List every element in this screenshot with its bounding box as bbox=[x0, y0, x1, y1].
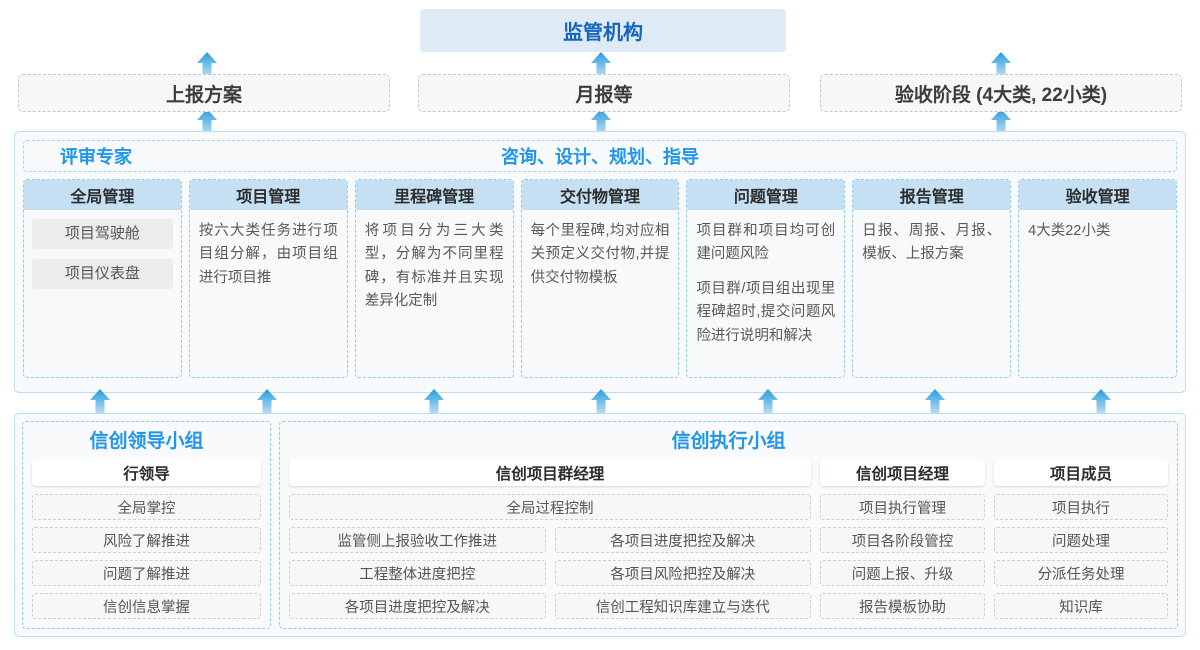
report-box-monthly: 月报等 bbox=[418, 74, 790, 112]
project-manager-role-card: 信创项目经理 bbox=[820, 459, 985, 486]
arrow-up-icon bbox=[196, 52, 218, 78]
teams-panel: 信创领导小组 行领导 全局掌控风险了解推进问题了解推进信创信息掌握 信创执行小组… bbox=[14, 413, 1186, 637]
exec-columns: 信创项目群经理 全局过程控制 监管侧上报验收工作推进工程整体进度把控各项目进度把… bbox=[289, 459, 1168, 619]
platform-column: 交付物管理每个里程碑,均对应相关预定义交付物,并提供交付物模板 bbox=[520, 179, 680, 378]
arrow-up-icon bbox=[924, 389, 946, 415]
project-manager-task-item[interactable]: 报告模板协助 bbox=[820, 593, 985, 619]
regulator-box: 监管机构 bbox=[420, 9, 786, 52]
platform-columns: 全局管理项目驾驶舱项目仪表盘项目管理按六大类任务进行项目组分解，由项目组进行项目… bbox=[23, 179, 1178, 378]
project-manager-block: 信创项目经理 项目执行管理项目各阶段管控问题上报、升级报告模板协助 bbox=[820, 459, 985, 619]
platform-header-center-label: 咨询、设计、规划、指导 bbox=[501, 147, 699, 167]
project-member-block: 项目成员 项目执行问题处理分派任务处理知识库 bbox=[994, 459, 1168, 619]
program-manager-right-tasks: 各项目进度把控及解决各项目风险把控及解决信创工程知识库建立与迭代 bbox=[554, 527, 811, 619]
leader-role-card: 行领导 bbox=[32, 459, 261, 486]
platform-column-body: 每个里程碑,均对应相关预定义交付物,并提供交付物模板 bbox=[522, 210, 679, 377]
platform-column-paragraph: 日报、周报、月报、模板、上报方案 bbox=[862, 223, 1002, 263]
arrow-up-icon bbox=[590, 389, 612, 415]
project-member-task-item[interactable]: 分派任务处理 bbox=[994, 560, 1168, 586]
program-manager-left-tasks: 监管侧上报验收工作推进工程整体进度把控各项目进度把控及解决 bbox=[289, 527, 546, 619]
platform-column-title: 报告管理 bbox=[853, 180, 1011, 210]
project-member-role-card: 项目成员 bbox=[994, 459, 1168, 486]
program-manager-task-item[interactable]: 各项目进度把控及解决 bbox=[554, 527, 811, 553]
project-member-task-list: 项目执行问题处理分派任务处理知识库 bbox=[994, 494, 1168, 619]
project-member-task-item[interactable]: 问题处理 bbox=[994, 527, 1168, 553]
platform-column-title: 验收管理 bbox=[1019, 180, 1177, 210]
platform-feature-pill[interactable]: 项目驾驶舱 bbox=[32, 219, 173, 249]
arrow-up-icon bbox=[89, 389, 111, 415]
arrow-up-icon bbox=[590, 109, 612, 135]
platform-column-title: 问题管理 bbox=[687, 180, 845, 210]
project-manager-task-item[interactable]: 项目执行管理 bbox=[820, 494, 985, 520]
platform-column-paragraph: 按六大类任务进行项目组分解，由项目组进行项目推 bbox=[198, 223, 338, 286]
program-manager-role-card: 信创项目群经理 bbox=[289, 459, 811, 486]
report-label-acceptance: 验收阶段 (4大类, 22小类) bbox=[820, 74, 1182, 112]
platform-column-paragraph: 项目群和项目均可创建问题风险 bbox=[696, 223, 836, 263]
exec-group: 信创执行小组 信创项目群经理 全局过程控制 监管侧上报验收工作推进工程整体进度把… bbox=[279, 421, 1178, 629]
report-label-plan: 上报方案 bbox=[18, 74, 390, 112]
exec-group-title: 信创执行小组 bbox=[671, 431, 786, 452]
platform-panel: 评审专家 咨询、设计、规划、指导 全局管理项目驾驶舱项目仪表盘项目管理按六大类任… bbox=[14, 131, 1186, 393]
platform-column: 项目管理按六大类任务进行项目组分解，由项目组进行项目推 bbox=[188, 179, 348, 378]
arrow-up-icon bbox=[990, 52, 1012, 78]
leader-group-title: 信创领导小组 bbox=[89, 431, 204, 452]
platform-column-body: 项目驾驶舱项目仪表盘 bbox=[24, 210, 181, 377]
platform-column-body: 按六大类任务进行项目组分解，由项目组进行项目推 bbox=[190, 210, 347, 377]
platform-column: 里程碑管理将项目分为三大类型，分解为不同里程碑，有标准并且实现差异化定制 bbox=[354, 179, 514, 378]
platform-column-body: 将项目分为三大类型，分解为不同里程碑，有标准并且实现差异化定制 bbox=[356, 210, 513, 377]
platform-column-paragraph: 项目群/项目组出现里程碑超时,提交问题风险进行说明和解决 bbox=[696, 280, 836, 344]
program-manager-global-task: 全局过程控制 bbox=[289, 494, 811, 520]
project-manager-task-list: 项目执行管理项目各阶段管控问题上报、升级报告模板协助 bbox=[820, 494, 985, 619]
platform-column: 问题管理项目群和项目均可创建问题风险项目群/项目组出现里程碑超时,提交问题风险进… bbox=[686, 179, 846, 378]
leader-task-item[interactable]: 全局掌控 bbox=[32, 494, 261, 520]
arrow-up-icon bbox=[196, 109, 218, 135]
arrow-up-icon bbox=[423, 389, 445, 415]
platform-header-left-label: 评审专家 bbox=[60, 147, 132, 167]
platform-column: 验收管理 4大类22小类 bbox=[1018, 179, 1178, 378]
arrow-up-icon bbox=[256, 389, 278, 415]
program-manager-task-item[interactable]: 信创工程知识库建立与迭代 bbox=[554, 593, 811, 619]
platform-column-title: 项目管理 bbox=[189, 180, 347, 210]
platform-column-body: 日报、周报、月报、模板、上报方案 bbox=[853, 210, 1010, 377]
program-manager-task-item[interactable]: 工程整体进度把控 bbox=[289, 560, 546, 586]
leader-task-item[interactable]: 问题了解推进 bbox=[32, 560, 261, 586]
platform-column-paragraph: 将项目分为三大类型，分解为不同里程碑，有标准并且实现差异化定制 bbox=[364, 223, 504, 310]
leader-task-list: 全局掌控风险了解推进问题了解推进信创信息掌握 bbox=[32, 494, 261, 619]
platform-column-title: 里程碑管理 bbox=[355, 180, 513, 210]
leader-group: 信创领导小组 行领导 全局掌控风险了解推进问题了解推进信创信息掌握 bbox=[22, 421, 271, 629]
project-manager-task-item[interactable]: 项目各阶段管控 bbox=[820, 527, 985, 553]
platform-feature-pill[interactable]: 项目仪表盘 bbox=[32, 259, 173, 289]
program-manager-task-columns: 监管侧上报验收工作推进工程整体进度把控各项目进度把控及解决 各项目进度把控及解决… bbox=[289, 527, 811, 619]
platform-column-title: 全局管理 bbox=[24, 180, 181, 210]
leader-task-item[interactable]: 信创信息掌握 bbox=[32, 593, 261, 619]
arrow-up-icon bbox=[990, 109, 1012, 135]
report-label-monthly: 月报等 bbox=[418, 74, 790, 112]
arrow-up-icon bbox=[757, 389, 779, 415]
report-box-acceptance: 验收阶段 (4大类, 22小类) bbox=[820, 74, 1182, 112]
leader-task-item[interactable]: 风险了解推进 bbox=[32, 527, 261, 553]
program-manager-task-item[interactable]: 各项目风险把控及解决 bbox=[554, 560, 811, 586]
platform-column-paragraph: 每个里程碑,均对应相关预定义交付物,并提供交付物模板 bbox=[530, 223, 670, 286]
program-manager-block: 信创项目群经理 全局过程控制 监管侧上报验收工作推进工程整体进度把控各项目进度把… bbox=[289, 459, 811, 619]
program-manager-task-item[interactable]: 各项目进度把控及解决 bbox=[289, 593, 546, 619]
project-member-task-item[interactable]: 项目执行 bbox=[994, 494, 1168, 520]
platform-column: 报告管理日报、周报、月报、模板、上报方案 bbox=[852, 179, 1012, 378]
platform-column-body: 4大类22小类 bbox=[1019, 210, 1176, 377]
project-member-task-item[interactable]: 知识库 bbox=[994, 593, 1168, 619]
platform-column: 全局管理项目驾驶舱项目仪表盘 bbox=[23, 179, 182, 378]
program-manager-task-item[interactable]: 监管侧上报验收工作推进 bbox=[289, 527, 546, 553]
arrow-up-icon bbox=[1090, 389, 1112, 415]
arrow-up-icon bbox=[590, 52, 612, 78]
report-box-plan: 上报方案 bbox=[18, 74, 390, 112]
platform-header: 评审专家 咨询、设计、规划、指导 bbox=[23, 140, 1177, 172]
platform-column-body: 项目群和项目均可创建问题风险项目群/项目组出现里程碑超时,提交问题风险进行说明和… bbox=[687, 210, 844, 377]
platform-column-title: 交付物管理 bbox=[521, 180, 679, 210]
platform-column-paragraph: 4大类22小类 bbox=[1028, 223, 1111, 239]
project-manager-task-item[interactable]: 问题上报、升级 bbox=[820, 560, 985, 586]
